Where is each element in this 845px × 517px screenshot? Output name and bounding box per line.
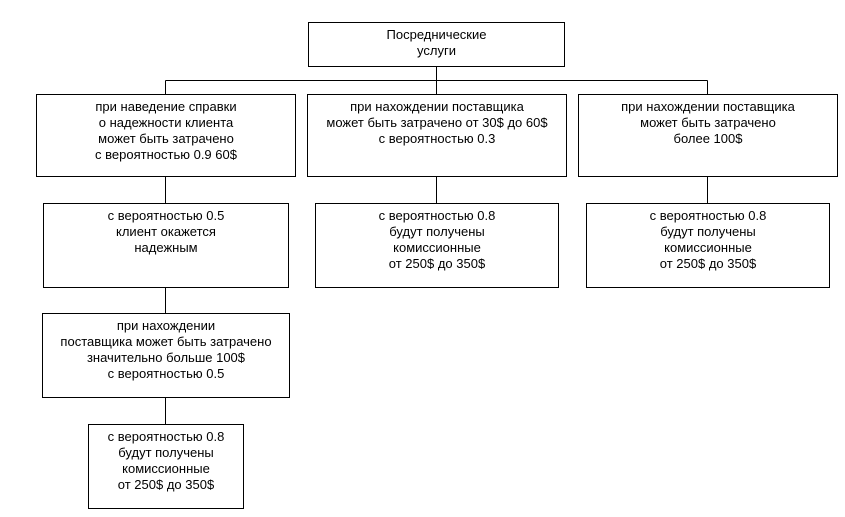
node-commission-mid-label: с вероятностью 0.8 будут получены комисс… (378, 208, 496, 271)
node-reliability-check: при наведение справки о надежности клиен… (36, 94, 296, 177)
node-commission-right-label: с вероятностью 0.8 будут получены комисс… (649, 208, 767, 271)
node-supplier-over-100: при нахождении поставщика может быть зат… (578, 94, 838, 177)
node-commission-mid: с вероятностью 0.8 будут получены комисс… (315, 203, 559, 288)
node-root-services: Посреднические услуги (308, 22, 565, 67)
node-root-label: Посреднические услуги (386, 27, 487, 58)
node-supplier-much-more: при нахождении поставщика может быть зат… (42, 313, 290, 398)
node-reliability-check-label: при наведение справки о надежности клиен… (95, 99, 237, 162)
node-commission-bottom-label: с вероятностью 0.8 будут получены комисс… (107, 429, 225, 492)
node-supplier-30-60: при нахождении поставщика может быть зат… (307, 94, 567, 177)
node-client-reliable-label: с вероятностью 0.5 клиент окажется надеж… (107, 208, 225, 255)
node-commission-bottom: с вероятностью 0.8 будут получены комисс… (88, 424, 244, 509)
node-commission-right: с вероятностью 0.8 будут получены комисс… (586, 203, 830, 288)
node-client-reliable: с вероятностью 0.5 клиент окажется надеж… (43, 203, 289, 288)
node-supplier-over-100-label: при нахождении поставщика может быть зат… (621, 99, 795, 146)
node-supplier-much-more-label: при нахождении поставщика может быть зат… (60, 318, 272, 381)
node-supplier-30-60-label: при нахождении поставщика может быть зат… (326, 99, 548, 146)
